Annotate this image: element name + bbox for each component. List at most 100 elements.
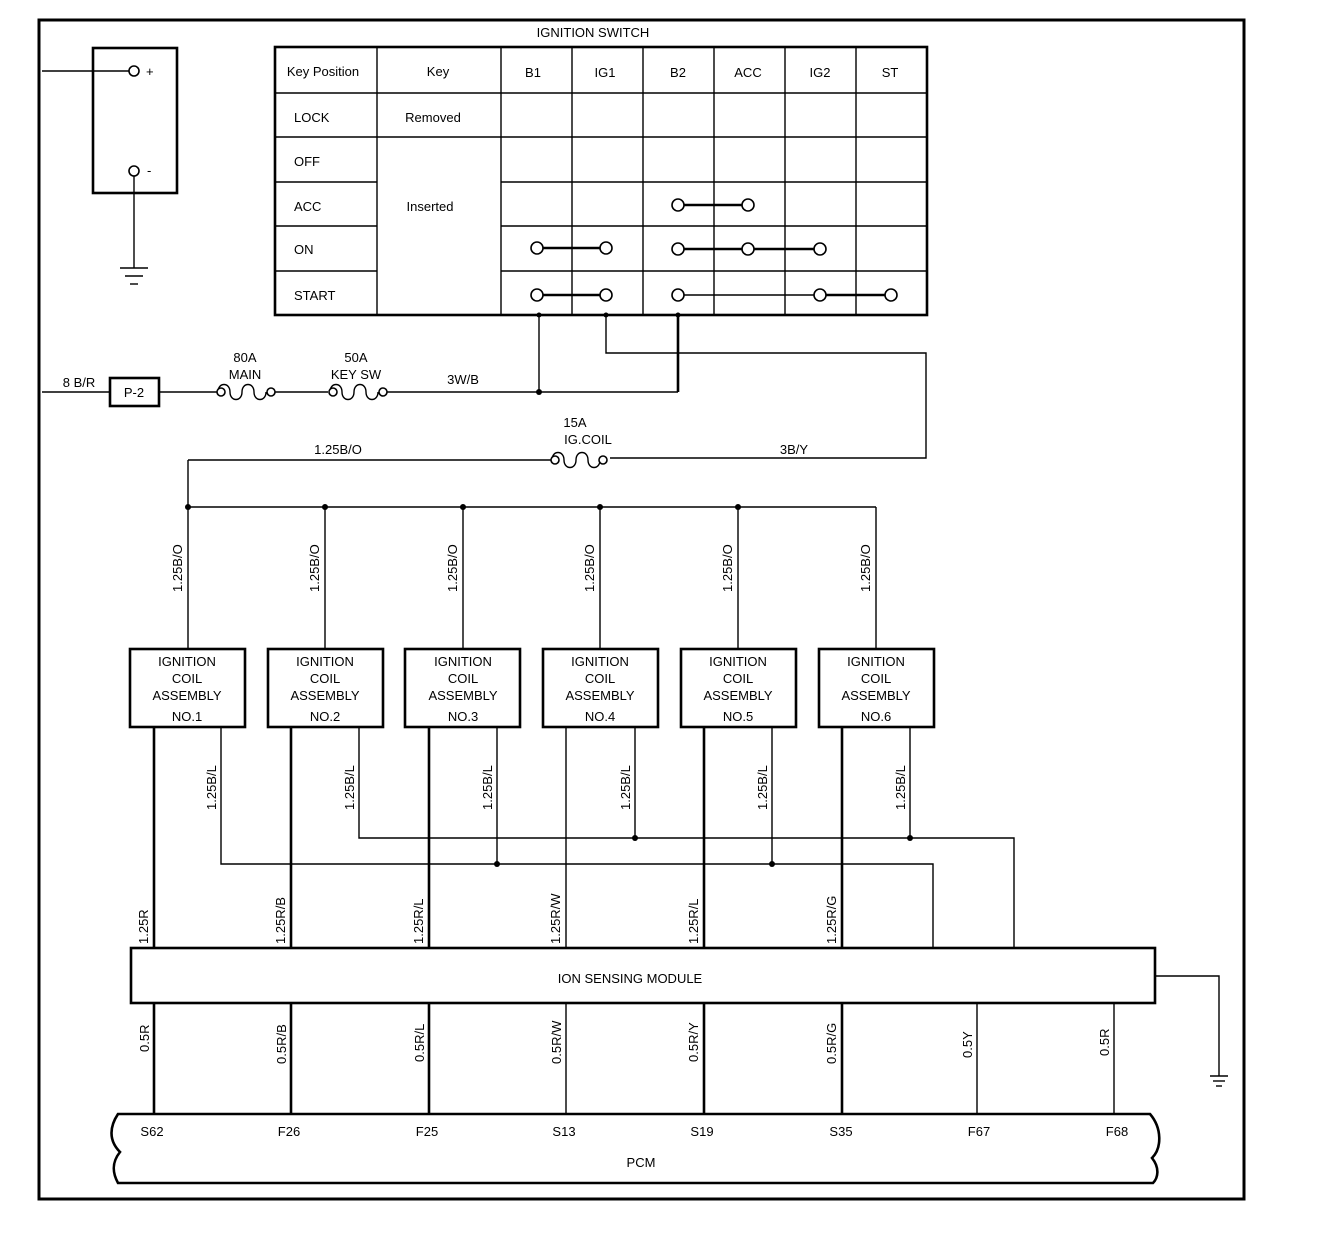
ignition-switch-table: IGNITION SWITCH Key Position Key B1 IG1 … [273, 25, 929, 317]
p2-connector [108, 376, 161, 408]
coil2-line2: COIL [310, 671, 340, 686]
ignition-coil-5: IGNITION COIL ASSEMBLY NO.5 [679, 647, 798, 729]
coil5-line3: ASSEMBLY [703, 688, 772, 703]
pcm-wire-8-label: 0.5R [1097, 1029, 1112, 1056]
main-fuse [217, 383, 267, 401]
pcm-pin-f67: F67 [968, 1124, 990, 1139]
key-sw-wire-label: 3W/B [447, 372, 479, 387]
coil5-signal-label: 1.25R/L [686, 898, 701, 944]
battery-minus-terminal [128, 165, 140, 177]
coil6-signal-label: 1.25R/G [824, 896, 839, 944]
pcm-wire-1-label: 0.5R [137, 1025, 152, 1052]
coil5-gnd-label: 1.25B/L [755, 765, 770, 810]
coil3-feed-label: 1.25B/O [445, 544, 460, 592]
ground-symbol [120, 267, 148, 285]
ig-coil-fuse [551, 451, 601, 469]
coil1-feed-label: 1.25B/O [170, 544, 185, 592]
coil1-line3: ASSEMBLY [152, 688, 221, 703]
ion-module-ground-symbol [1210, 1075, 1228, 1087]
pcm-pin-s19: S19 [690, 1124, 713, 1139]
coil2-gnd-label: 1.25B/L [342, 765, 357, 810]
feed-wire-label: 8 B/R [63, 375, 96, 390]
coil1-gnd-label: 1.25B/L [204, 765, 219, 810]
position-on: ON [294, 242, 314, 257]
main-fuse-name: MAIN [229, 367, 262, 382]
header-acc: ACC [734, 65, 761, 80]
position-lock: LOCK [294, 110, 330, 125]
position-start: START [294, 288, 335, 303]
coil4-signal-label: 1.25R/W [548, 893, 563, 944]
key-sw-fuse-name: KEY SW [331, 367, 382, 382]
coil3-line1: IGNITION [434, 654, 492, 669]
battery-plus-terminal [128, 65, 140, 77]
ig-coil-fuse-rating: 15A [563, 415, 586, 430]
coil5-feed-label: 1.25B/O [720, 544, 735, 592]
coil5-number: NO.5 [723, 709, 753, 724]
coil1-line2: COIL [172, 671, 202, 686]
coil-bl-wires: 1.25B/L 1.25B/L 1.25B/L 1.25B/L 1.25B/L … [204, 727, 1015, 948]
coil2-line1: IGNITION [296, 654, 354, 669]
coil6-line3: ASSEMBLY [841, 688, 910, 703]
coil1-number: NO.1 [172, 709, 202, 724]
key-inserted: Inserted [407, 199, 454, 214]
coil3-line2: COIL [448, 671, 478, 686]
header-b2: B2 [670, 65, 686, 80]
coil6-feed-label: 1.25B/O [858, 544, 873, 592]
coil-feed-bus: 1.25B/O 1.25B/O 1.25B/O 1.25B/O 1.25B/O … [170, 504, 877, 649]
ignition-coil-1: IGNITION COIL ASSEMBLY NO.1 [128, 647, 247, 729]
pcm-wires: 0.5R 0.5R/B 0.5R/L 0.5R/W 0.5R/Y 0.5R/G … [137, 1003, 1115, 1114]
pcm-wire-5-label: 0.5R/Y [686, 1022, 701, 1062]
pcm-pin-f68: F68 [1106, 1124, 1128, 1139]
pcm-wire-2-label: 0.5R/B [274, 1024, 289, 1064]
coil3-signal-label: 1.25R/L [411, 898, 426, 944]
pcm-box [110, 1112, 1161, 1185]
coil4-feed-label: 1.25B/O [582, 544, 597, 592]
ignition-coil-3: IGNITION COIL ASSEMBLY NO.3 [403, 647, 522, 729]
coil1-line1: IGNITION [158, 654, 216, 669]
start-row-connection [530, 288, 898, 302]
on-row-connection [530, 241, 827, 256]
key-removed: Removed [405, 110, 461, 125]
battery-minus-label: - [147, 163, 151, 178]
diagram-frame [37, 18, 1246, 1201]
coil5-line1: IGNITION [709, 654, 767, 669]
coil6-gnd-label: 1.25B/L [893, 765, 908, 810]
coil4-number: NO.4 [585, 709, 615, 724]
pcm-pin-s35: S35 [829, 1124, 852, 1139]
pcm-wire-7-label: 0.5Y [960, 1031, 975, 1058]
header-ig1: IG1 [595, 65, 616, 80]
pcm-wire-6-label: 0.5R/G [824, 1023, 839, 1064]
coil2-feed-label: 1.25B/O [307, 544, 322, 592]
ig-wire-left-label: 1.25B/O [314, 442, 362, 457]
position-off: OFF [294, 154, 320, 169]
pcm-wire-4-label: 0.5R/W [549, 1020, 564, 1064]
coil6-number: NO.6 [861, 709, 891, 724]
coil1-signal-label: 1.25R [136, 909, 151, 944]
pcm-pin-f26: F26 [278, 1124, 300, 1139]
battery: + - [42, 46, 179, 285]
coil6-line2: COIL [861, 671, 891, 686]
coil4-line2: COIL [585, 671, 615, 686]
ignition-coil-2: IGNITION COIL ASSEMBLY NO.2 [266, 647, 385, 729]
coil4-gnd-label: 1.25B/L [618, 765, 633, 810]
pcm-pin-s13: S13 [552, 1124, 575, 1139]
header-ig2: IG2 [810, 65, 831, 80]
ignition-coil-6: IGNITION COIL ASSEMBLY NO.6 [817, 647, 936, 729]
ion-module-label: ION SENSING MODULE [558, 971, 703, 986]
ignition-switch-title: IGNITION SWITCH [537, 25, 650, 40]
header-key-position: Key Position [287, 64, 359, 79]
header-st: ST [882, 65, 899, 80]
power-feed: 8 B/R P-2 80A MAIN 50A KEY SW 3W/B 15 [42, 312, 927, 649]
coil3-line3: ASSEMBLY [428, 688, 497, 703]
coil4-line1: IGNITION [571, 654, 629, 669]
pcm-wire-3-label: 0.5R/L [412, 1024, 427, 1062]
acc-row-connection [671, 198, 755, 212]
coil2-signal-label: 1.25R/B [273, 897, 288, 944]
position-acc: ACC [294, 199, 321, 214]
ig-coil-fuse-name: IG.COIL [564, 432, 612, 447]
p2-label: P-2 [124, 385, 144, 400]
key-sw-fuse-rating: 50A [344, 350, 367, 365]
ig-wire-right-label: 3B/Y [780, 442, 809, 457]
coil4-line3: ASSEMBLY [565, 688, 634, 703]
